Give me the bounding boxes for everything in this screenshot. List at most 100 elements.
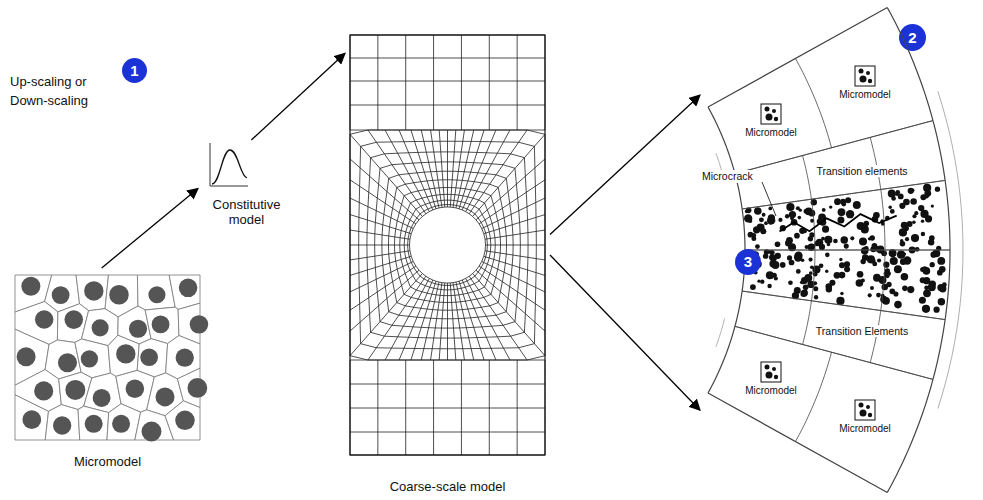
particle bbox=[861, 279, 865, 283]
grain bbox=[81, 350, 98, 367]
particle bbox=[914, 211, 918, 215]
grain bbox=[190, 315, 208, 333]
micromodel-cell: Micromodel bbox=[740, 98, 802, 144]
grain bbox=[126, 379, 145, 398]
particle bbox=[933, 307, 939, 313]
cell-edge bbox=[803, 156, 812, 200]
particle bbox=[886, 282, 891, 287]
particle bbox=[867, 255, 875, 263]
icon-frame bbox=[761, 362, 781, 382]
particle bbox=[899, 203, 905, 209]
particle bbox=[809, 258, 813, 262]
mesh-line bbox=[517, 35, 518, 130]
mesh-ring bbox=[410, 207, 486, 283]
mesh-line bbox=[489, 35, 490, 130]
grain bbox=[187, 378, 207, 398]
particle bbox=[766, 271, 774, 279]
particle bbox=[750, 284, 756, 290]
particle bbox=[846, 210, 854, 218]
voronoi-cell bbox=[137, 275, 175, 310]
grain bbox=[92, 319, 109, 336]
mesh-line bbox=[405, 35, 406, 130]
label-holder: Transition Elements bbox=[814, 321, 910, 339]
particle bbox=[839, 262, 845, 268]
particle bbox=[857, 271, 864, 278]
mesh-ring bbox=[350, 130, 545, 360]
particle bbox=[859, 237, 867, 245]
outer-guide-arc bbox=[716, 318, 725, 346]
particle bbox=[822, 226, 829, 233]
particle bbox=[785, 240, 792, 247]
particle bbox=[841, 236, 848, 243]
mesh-radial bbox=[385, 130, 429, 212]
mesh-radial bbox=[484, 215, 545, 234]
particle bbox=[829, 280, 835, 286]
particle bbox=[885, 274, 889, 278]
cell-edge bbox=[887, 379, 933, 492]
particle bbox=[861, 247, 869, 255]
voronoi-cell bbox=[15, 395, 49, 440]
particle bbox=[889, 288, 895, 294]
grain bbox=[176, 349, 194, 367]
cell-edge bbox=[887, 8, 933, 121]
grain bbox=[179, 279, 198, 298]
particle bbox=[860, 259, 865, 264]
callout-number: 3 bbox=[744, 253, 752, 271]
particle bbox=[785, 214, 789, 218]
mesh-line bbox=[405, 360, 406, 455]
cell-edge bbox=[811, 199, 815, 250]
node-label: Constitutive model bbox=[201, 197, 293, 228]
particle bbox=[755, 244, 760, 249]
particle bbox=[767, 284, 771, 288]
mesh-radial bbox=[473, 274, 545, 356]
grain bbox=[152, 315, 170, 333]
callout-number: 2 bbox=[908, 29, 916, 47]
particle bbox=[810, 244, 815, 249]
micromodel-icon bbox=[760, 361, 782, 383]
particle bbox=[813, 272, 818, 277]
mesh-radial bbox=[482, 261, 545, 291]
particle bbox=[922, 266, 927, 271]
particle bbox=[921, 232, 925, 236]
cell-edge bbox=[881, 250, 885, 311]
cell-edge bbox=[708, 326, 735, 393]
figure-panel: Micromodel bbox=[10, 268, 205, 470]
outer-guide-arc bbox=[938, 91, 963, 408]
mesh-radial bbox=[368, 130, 426, 214]
mesh-radial bbox=[484, 256, 545, 275]
mesh-line bbox=[350, 408, 545, 409]
mesh-radial bbox=[466, 278, 510, 360]
particle bbox=[897, 251, 905, 259]
particle bbox=[876, 293, 881, 298]
mesh-radial bbox=[399, 130, 433, 210]
cell-edge bbox=[933, 320, 945, 380]
particle bbox=[800, 280, 804, 284]
particle bbox=[899, 228, 907, 236]
particle bbox=[870, 286, 874, 290]
particle bbox=[794, 252, 802, 260]
particle bbox=[798, 216, 802, 220]
grain bbox=[35, 310, 53, 328]
cell-edge bbox=[795, 352, 831, 441]
flow-arrow bbox=[251, 53, 345, 140]
particle bbox=[775, 253, 781, 259]
mesh-radial bbox=[350, 180, 416, 224]
micromodel-icon bbox=[854, 399, 876, 421]
particle bbox=[930, 262, 935, 267]
particle bbox=[885, 268, 890, 273]
constitutive-curve-icon bbox=[210, 143, 248, 186]
particle bbox=[760, 279, 764, 283]
particle bbox=[787, 255, 792, 260]
particle bbox=[919, 297, 926, 304]
particle bbox=[902, 286, 908, 292]
particle bbox=[794, 233, 800, 239]
figure-panel: Constitutive model bbox=[198, 140, 295, 228]
particle bbox=[900, 241, 905, 246]
cell-edge bbox=[803, 301, 812, 345]
particle bbox=[928, 239, 934, 245]
micromodel-icon bbox=[854, 65, 876, 87]
particle bbox=[834, 198, 841, 205]
icon-grain bbox=[868, 413, 872, 417]
particle bbox=[837, 216, 844, 223]
particle bbox=[803, 285, 809, 291]
